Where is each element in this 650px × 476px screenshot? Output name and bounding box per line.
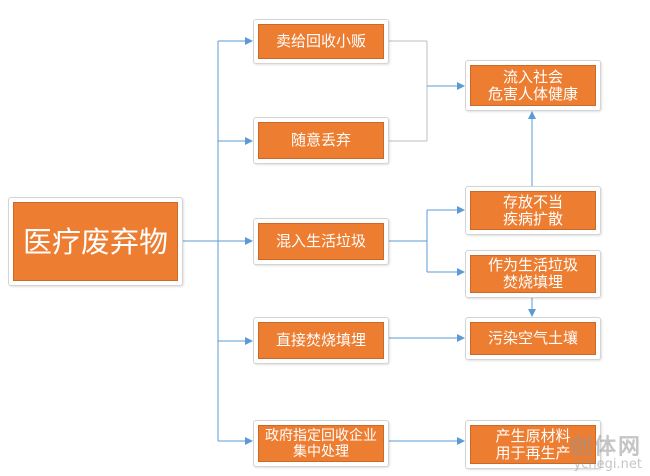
node-landfill-line2: 焚烧填埋 [502,273,563,291]
node-discard-label: 随意丢弃 [258,122,384,159]
node-reuse-label: 产生原材料 用于再生产 [470,425,596,464]
node-landfill-as-garbage: 作为生活垃圾 焚烧填埋 [465,250,601,298]
node-spread-label: 存放不当 疾病扩散 [470,191,596,230]
node-direct-burn-landfill: 直接焚烧填埋 [253,317,389,364]
node-pollute-label: 污染空气土壤 [470,322,596,355]
node-burn-label: 直接焚烧填埋 [258,322,384,359]
node-pollute-air-soil: 污染空气土壤 [465,317,601,360]
node-landfill-line1: 作为生活垃圾 [487,256,578,274]
node-government-collection: 政府指定回收企业集中处理 [253,420,389,467]
watermark-url: ychegi.net [573,457,642,472]
node-gov-label: 政府指定回收企业集中处理 [258,425,384,462]
node-harm-label: 流入社会 危害人体健康 [470,65,596,106]
node-spread-line2: 疾病扩散 [502,209,563,228]
node-raw-material-reuse: 产生原材料 用于再生产 [465,420,601,469]
node-sell-to-recycler: 卖给回收小贩 [253,19,389,64]
watermark-logo: 创体网 [569,435,642,460]
node-reuse-line2: 用于再生产 [495,443,571,462]
node-reuse-line1: 产生原材料 [495,426,571,445]
node-mix-domestic-garbage: 混入生活垃圾 [253,218,389,265]
root-node-label: 医疗废弃物 [13,202,178,281]
node-harm-line2: 危害人体健康 [487,84,578,103]
node-sell-label: 卖给回收小贩 [258,24,384,59]
node-mix-label: 混入生活垃圾 [258,223,384,260]
node-spread-line1: 存放不当 [502,192,563,211]
node-random-discard: 随意丢弃 [253,117,389,164]
node-harm-health: 流入社会 危害人体健康 [465,60,601,111]
node-harm-line1: 流入社会 [502,67,563,86]
node-landfill-label: 作为生活垃圾 焚烧填埋 [470,255,596,293]
watermark: 创体网 ychegi.net [570,429,642,472]
node-disease-spread: 存放不当 疾病扩散 [465,186,601,235]
root-node-medical-waste: 医疗废弃物 [8,197,183,286]
